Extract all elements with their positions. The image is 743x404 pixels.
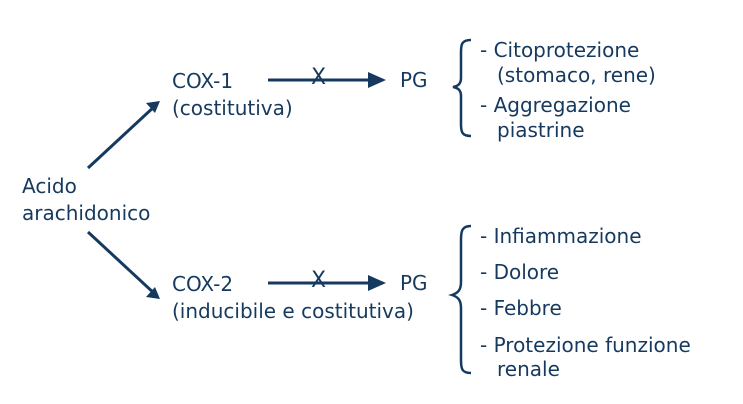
cox2-effect-2: - Dolore <box>480 260 560 284</box>
cox1-effect-1-line1: - Citoprotezione <box>480 38 640 62</box>
arrow-cox2-to-pg-head <box>368 275 386 291</box>
cox2-product: PG <box>400 271 428 295</box>
cox2-effect-3: - Febbre <box>480 296 562 320</box>
arrow-to-cox2-head <box>146 287 160 299</box>
arrow-to-cox1 <box>86 103 158 170</box>
source-label-line2: arachidonico <box>22 201 151 225</box>
source-label-line1: Acido <box>22 174 77 198</box>
cox2-block-mark: X <box>311 268 327 293</box>
cox1-name: COX-1 <box>172 69 234 93</box>
cox1-effect-1-line2: (stomaco, rene) <box>497 63 656 87</box>
cox1-product: PG <box>400 68 428 92</box>
arrow-cox1-to-pg-head <box>368 72 386 88</box>
brace-cox1 <box>452 38 472 138</box>
cox2-note: (inducibile e costitutiva) <box>172 299 414 323</box>
cox1-note: (costitutiva) <box>172 96 293 120</box>
cox2-effect-4-line1: - Protezione funzione <box>480 333 691 357</box>
cox1-block-mark: X <box>311 65 327 90</box>
cox2-effect-4-line2: renale <box>497 357 560 381</box>
cox2-effect-1: - Infiammazione <box>480 224 642 248</box>
arrow-to-cox1-head <box>146 101 160 113</box>
cox2-name: COX-2 <box>172 272 234 296</box>
arrow-to-cox2 <box>86 230 158 297</box>
cox1-effect-2-line2: piastrine <box>497 118 585 142</box>
cox1-effect-2-line1: - Aggregazione <box>480 93 631 117</box>
brace-cox2 <box>448 224 472 375</box>
